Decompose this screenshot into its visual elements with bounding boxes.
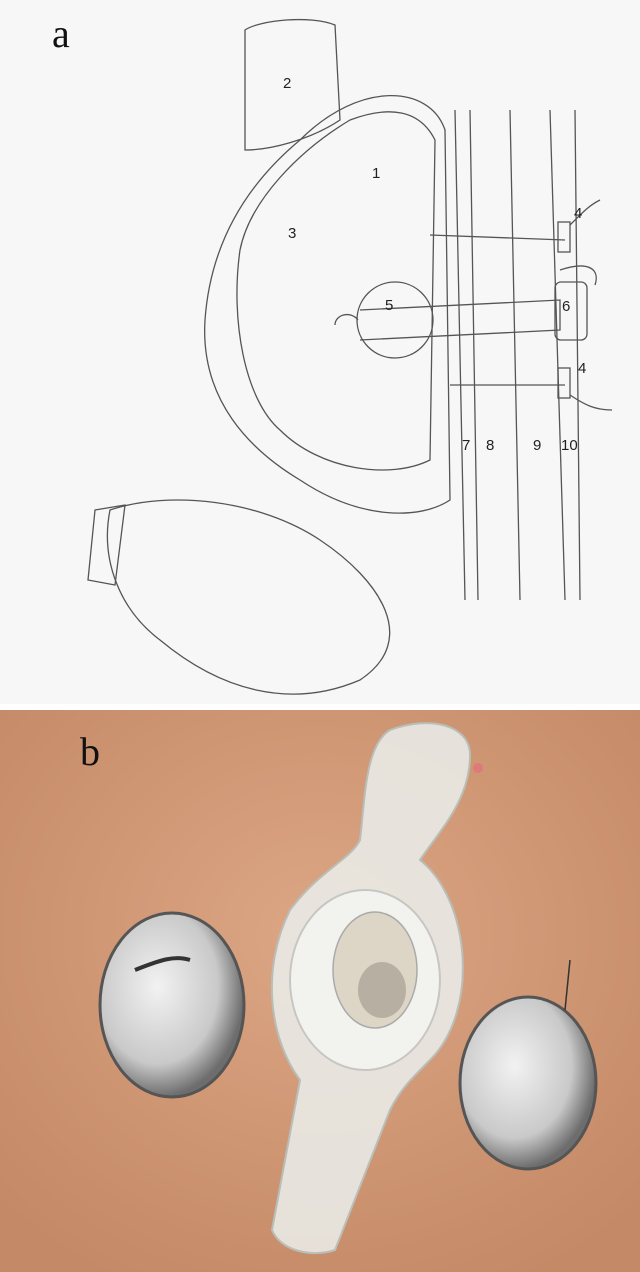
esophagus <box>245 20 340 150</box>
wall-layer-8 <box>470 110 478 600</box>
label-3: 3 <box>288 225 296 242</box>
label-1: 1 <box>372 165 380 182</box>
wall-layer-10 <box>550 110 565 600</box>
label-5: 5 <box>385 297 393 314</box>
panel-letter-a: a <box>52 10 70 57</box>
wall-layer-7 <box>455 110 465 600</box>
label-9: 9 <box>533 437 541 454</box>
right-t-fastener-disc <box>460 997 596 1169</box>
label-4-upper: 4 <box>574 205 582 222</box>
stomach-sketch <box>0 0 640 704</box>
label-2: 2 <box>283 75 291 92</box>
left-t-fastener-disc <box>100 913 244 1097</box>
duodenum <box>107 500 389 694</box>
t-fastener-upper <box>430 235 565 240</box>
label-7: 7 <box>462 437 470 454</box>
label-10: 10 <box>561 437 578 454</box>
internal-balloon <box>357 282 433 358</box>
gastric-wall <box>237 112 435 470</box>
label-8: 8 <box>486 437 494 454</box>
device-photo <box>0 710 640 1272</box>
wall-layer-9 <box>510 110 520 600</box>
stomach-outline <box>205 96 450 514</box>
panel-a-diagram: a 1 2 3 4 4 5 6 7 8 9 10 <box>0 0 640 704</box>
panel-b-photo: b <box>0 710 640 1272</box>
panel-letter-b: b <box>80 728 100 775</box>
label-6: 6 <box>562 298 570 315</box>
label-4-lower: 4 <box>578 360 586 377</box>
